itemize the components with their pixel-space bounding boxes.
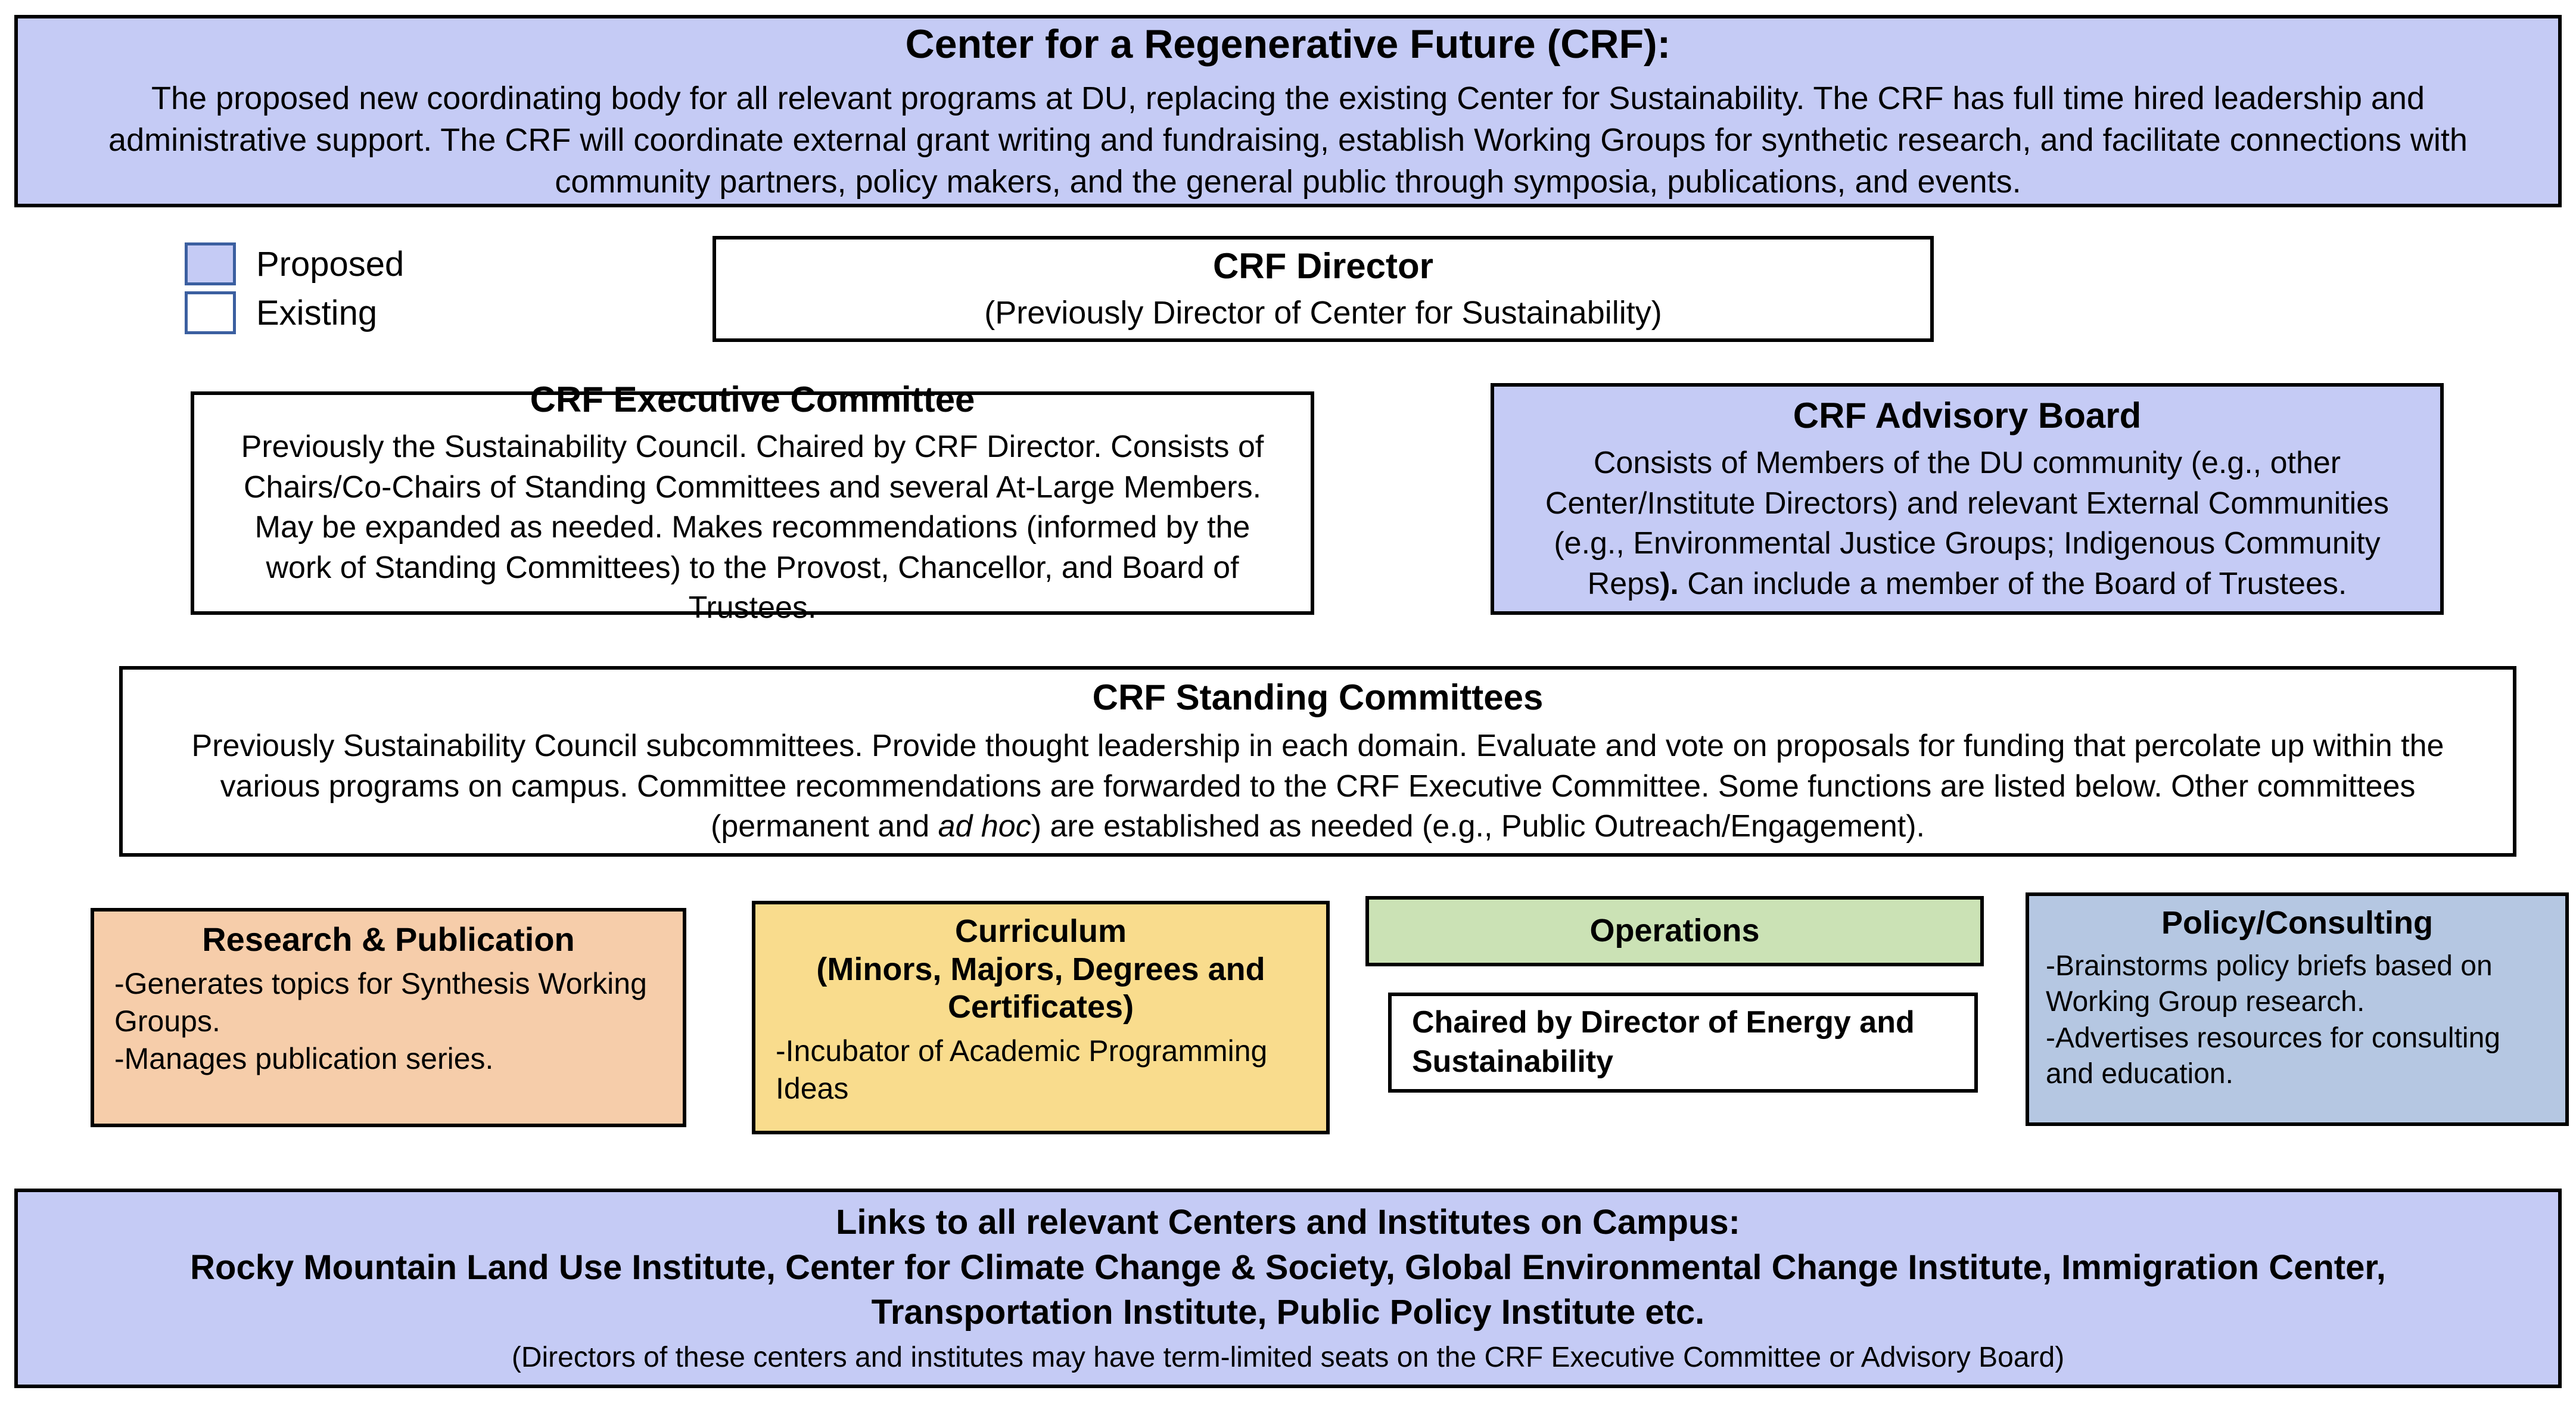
committee-operations-title: Operations <box>1589 913 1760 949</box>
crf-executive-committee-title: CRF Executive Committee <box>530 379 975 419</box>
crf-director-body: (Previously Director of Center for Susta… <box>984 294 1662 331</box>
advisory-body-bold: ). <box>1660 566 1679 601</box>
committee-curriculum-title-line-3: Certificates) <box>947 989 1134 1025</box>
committee-research-title: Research & Publication <box>202 920 575 958</box>
committee-curriculum-line-1: -Incubator of Academic Programming Ideas <box>776 1034 1268 1106</box>
crf-links-line-1: Links to all relevant Centers and Instit… <box>836 1203 1740 1242</box>
committee-operations-chair-text: Chaired by Director of Energy and Sustai… <box>1412 1005 1915 1079</box>
committee-policy-line-2: -Advertises resources for consulting and… <box>2046 1022 2500 1090</box>
committee-policy-consulting-box: Policy/Consulting -Brainstorms policy br… <box>2026 892 2569 1126</box>
legend-item-proposed: Proposed <box>185 239 494 288</box>
committee-curriculum-title-line-2: (Minors, Majors, Degrees and <box>816 951 1265 987</box>
crf-links-note: (Directors of these centers and institut… <box>511 1342 2065 1374</box>
crf-links-line-2: Rocky Mountain Land Use Institute, Cente… <box>190 1248 2386 1287</box>
standing-body-part1: Previously Sustainability Council subcom… <box>191 729 2444 844</box>
committee-operations-chair-box: Chaired by Director of Energy and Sustai… <box>1388 993 1978 1093</box>
crf-advisory-board-box: CRF Advisory Board Consists of Members o… <box>1491 383 2444 615</box>
crf-standing-committees-title: CRF Standing Committees <box>1092 677 1544 718</box>
crf-executive-committee-body: Previously the Sustainability Council. C… <box>241 430 1264 626</box>
committee-research-publication-box: Research & Publication -Generates topics… <box>91 908 686 1127</box>
standing-body-italic: ad hoc <box>938 809 1031 844</box>
crf-main-body: The proposed new coordinating body for a… <box>108 80 2468 200</box>
crf-advisory-board-body: Consists of Members of the DU community … <box>1522 443 2413 604</box>
proposed-swatch-icon <box>185 242 236 285</box>
advisory-body-part2: Can include a member of the Board of Tru… <box>1678 566 2347 601</box>
crf-links-line-3: Transportation Institute, Public Policy … <box>871 1293 1705 1332</box>
legend-item-existing: Existing <box>185 288 494 337</box>
standing-body-part2: ) are established as needed (e.g., Publi… <box>1031 809 1925 844</box>
crf-executive-committee-box: CRF Executive Committee Previously the S… <box>191 380 1314 625</box>
committee-policy-title: Policy/Consulting <box>2161 905 2434 941</box>
crf-director-title: CRF Director <box>1212 246 1434 287</box>
crf-standing-committees-body: Previously Sustainability Council subcom… <box>147 726 2489 847</box>
crf-main-title: Center for a Regenerative Future (CRF): <box>905 21 1671 67</box>
crf-advisory-board-title: CRF Advisory Board <box>1793 395 2142 436</box>
legend-label-existing: Existing <box>256 293 378 332</box>
crf-links-box: Links to all relevant Centers and Instit… <box>14 1189 2562 1388</box>
legend-label-proposed: Proposed <box>256 244 405 284</box>
crf-main-box: Center for a Regenerative Future (CRF): … <box>14 15 2562 207</box>
committee-policy-line-1: -Brainstorms policy briefs based on Work… <box>2046 950 2493 1018</box>
crf-director-box: CRF Director (Previously Director of Cen… <box>713 236 1934 342</box>
committee-research-line-2: -Manages publication series. <box>114 1042 494 1076</box>
existing-swatch-icon <box>185 291 236 334</box>
crf-standing-committees-box: CRF Standing Committees Previously Susta… <box>119 666 2516 857</box>
committee-curriculum-box: Curriculum (Minors, Majors, Degrees and … <box>752 901 1330 1134</box>
committee-research-line-1: -Generates topics for Synthesis Working … <box>114 967 647 1038</box>
committee-operations-box: Operations <box>1365 896 1984 966</box>
advisory-body-part1: Consists of Members of the DU community … <box>1545 445 2390 601</box>
legend: Proposed Existing <box>185 239 494 347</box>
committee-curriculum-title-line-1: Curriculum <box>954 913 1127 949</box>
